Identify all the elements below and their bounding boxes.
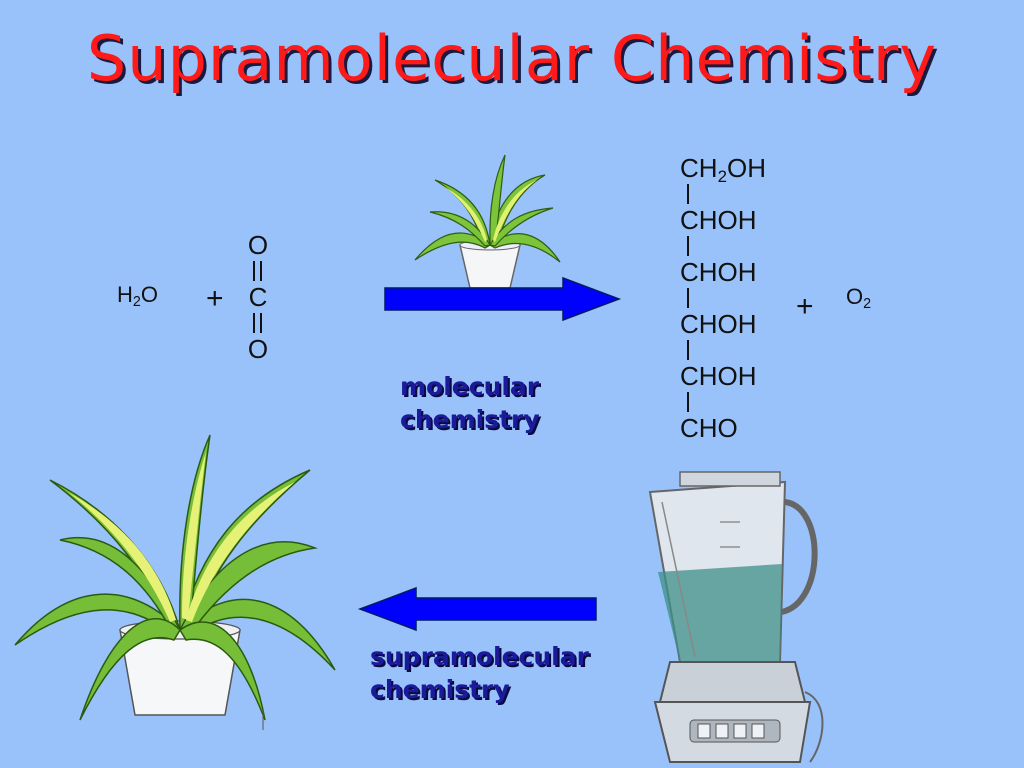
chain-row-5: CHOH	[680, 361, 757, 391]
chain-row-4: CHOH	[680, 309, 757, 339]
oxygen-formula: O2	[846, 284, 872, 313]
supramolecular-label-line1: supramolecular	[370, 642, 589, 671]
blender-icon	[648, 471, 824, 763]
large-plant-icon	[14, 434, 336, 730]
oxygen-o: O	[846, 284, 864, 309]
reactant-plus: +	[206, 282, 224, 315]
co2-structure: O C O	[244, 232, 272, 362]
molecular-chemistry-label: molecular chemistry	[400, 370, 540, 436]
chain-bond-2	[680, 233, 766, 259]
reverse-arrow	[357, 586, 597, 632]
chain-bond-1	[680, 181, 766, 207]
chain-row-1-tail: OH	[726, 153, 766, 183]
molecular-label-line1: molecular	[400, 372, 540, 401]
co2-double-bond-top	[244, 258, 272, 284]
product-plus: +	[796, 290, 814, 323]
chain-bond-5	[680, 389, 766, 415]
chain-row-2: CHOH	[680, 205, 757, 235]
chain-bond-3	[680, 285, 766, 311]
water-sub: 2	[132, 294, 141, 311]
water-formula: H2O	[117, 282, 158, 311]
chain-row-6: CHO	[680, 413, 738, 443]
supramolecular-label-line2: chemistry	[370, 675, 510, 704]
co2-carbon: C	[248, 282, 268, 312]
page-title: Supramolecular Chemistry	[86, 22, 938, 95]
co2-bottom-oxygen: O	[247, 334, 269, 364]
co2-double-bond-bottom	[244, 310, 272, 336]
molecular-label-line2: chemistry	[400, 405, 540, 434]
chain-row-3: CHOH	[680, 257, 757, 287]
small-plant-icon	[414, 154, 561, 289]
chain-row-1: CH2OH	[680, 153, 766, 187]
chain-bond-4	[680, 337, 766, 363]
forward-arrow	[384, 276, 622, 322]
chain-row-1-sub: 2	[717, 167, 727, 187]
water-h: H	[117, 282, 133, 307]
glucose-chain: CH2OH CHOH CHOH CHOH CHOH CHO	[680, 155, 766, 441]
water-o: O	[140, 282, 158, 307]
co2-top-oxygen: O	[247, 230, 269, 260]
supramolecular-chemistry-label: supramolecular chemistry	[370, 640, 589, 706]
oxygen-sub: 2	[863, 296, 872, 313]
